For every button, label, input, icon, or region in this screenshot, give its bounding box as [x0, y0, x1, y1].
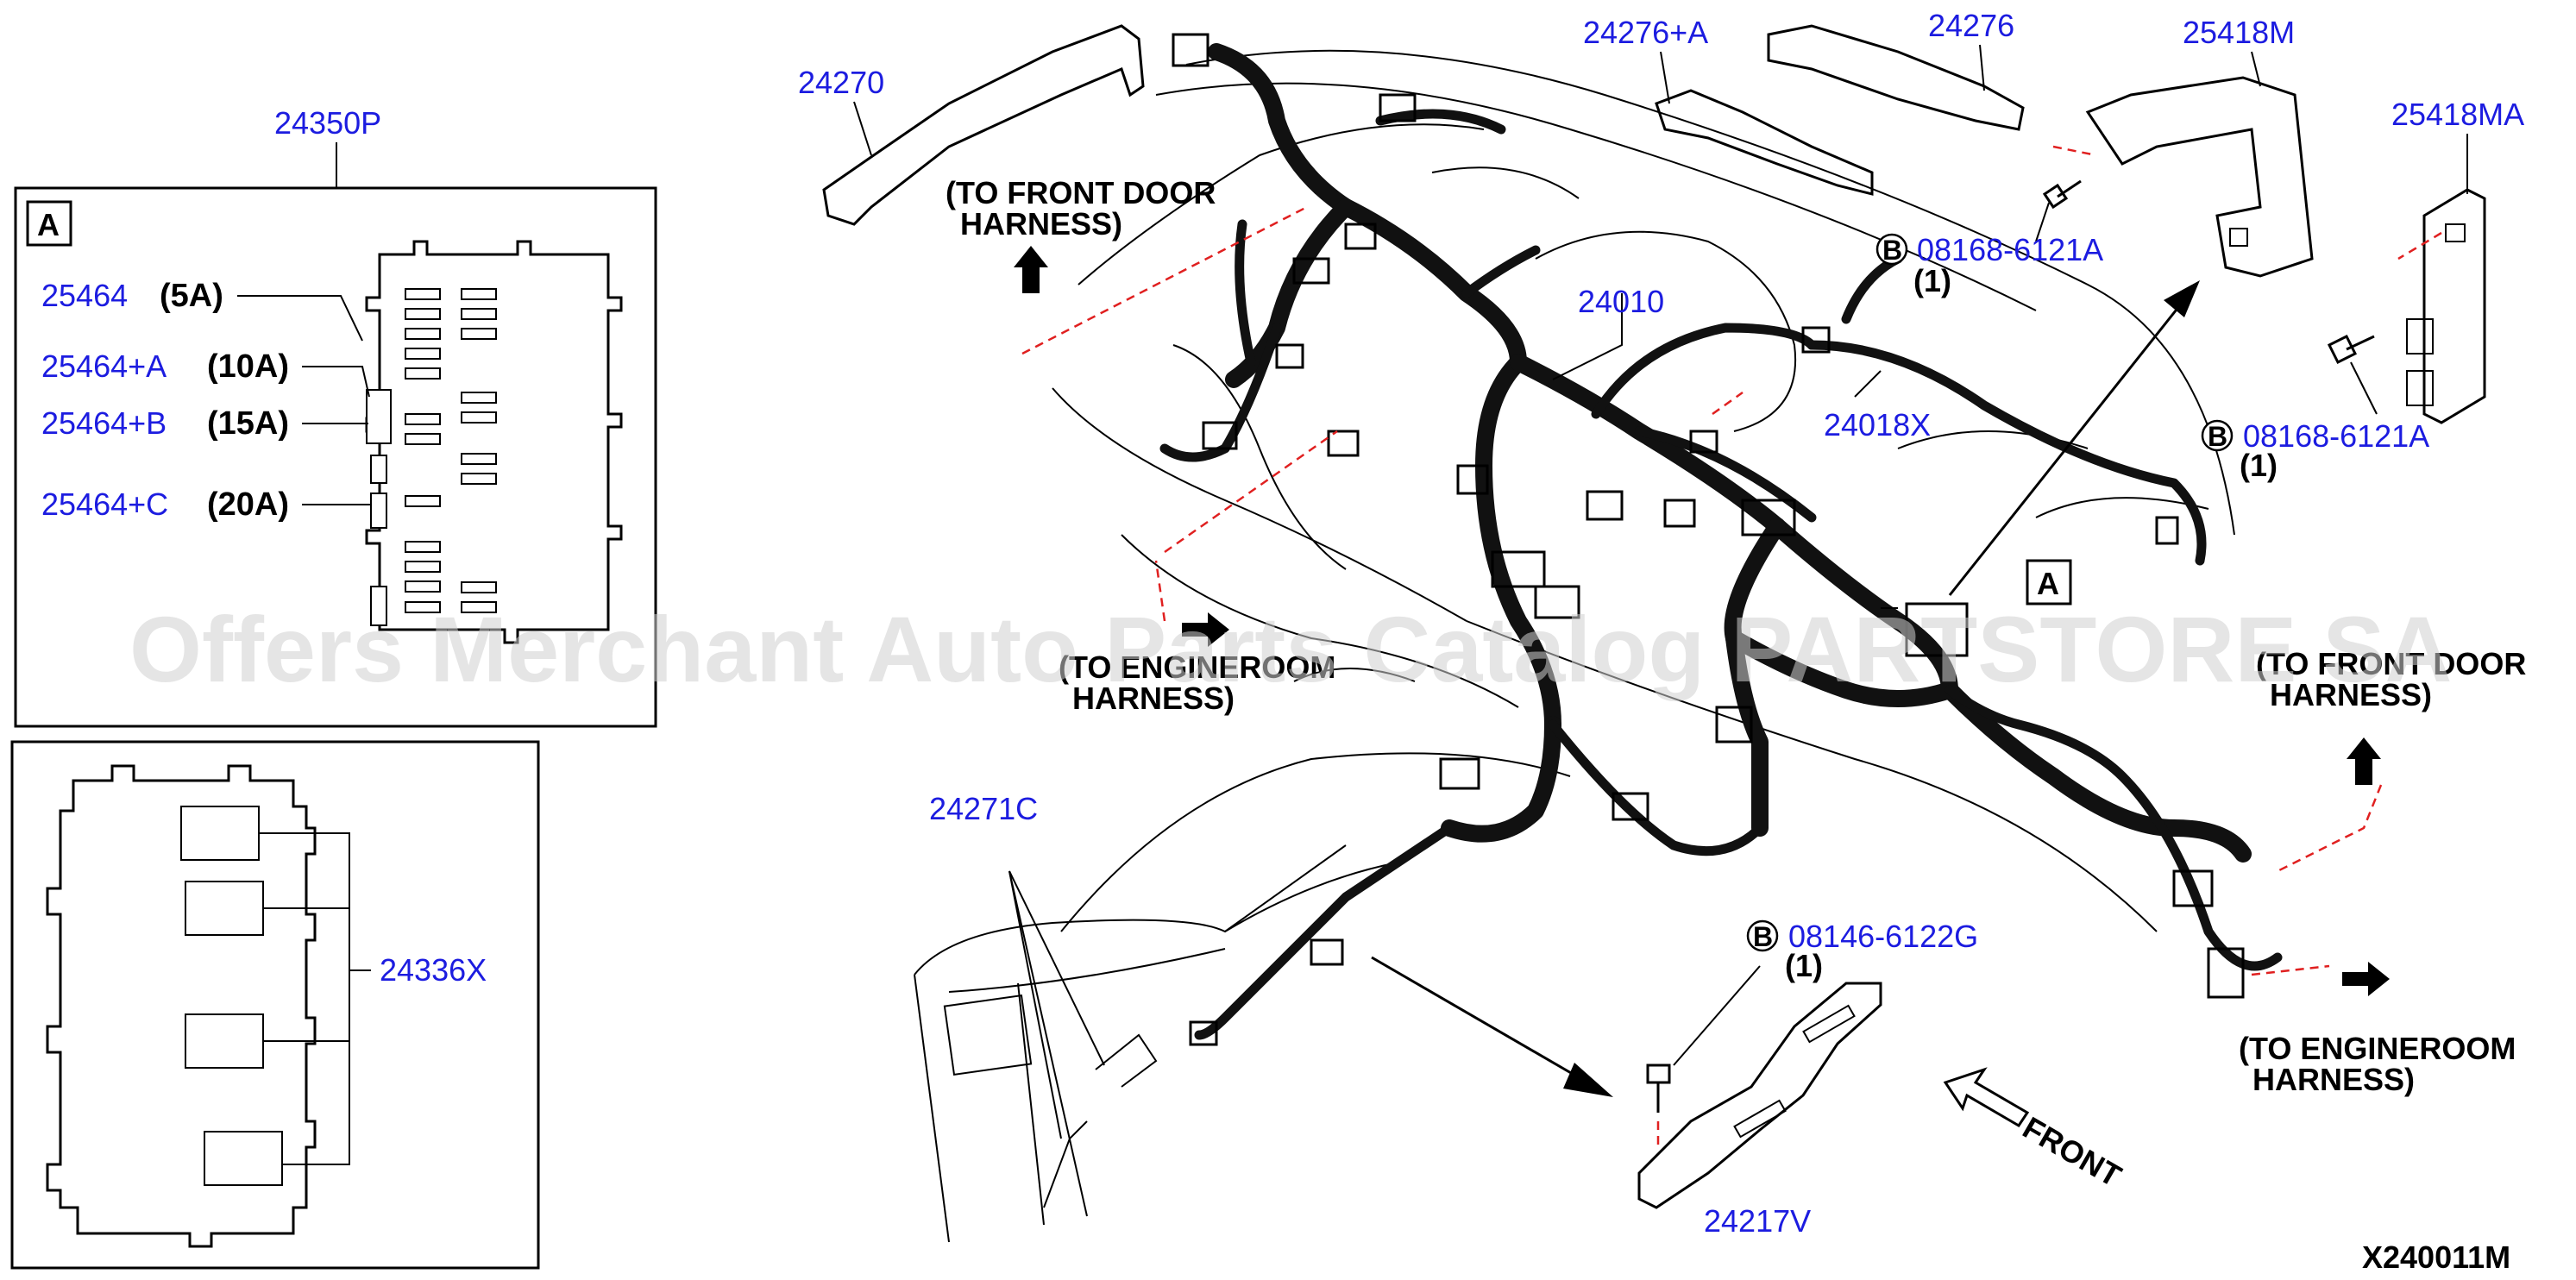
arrow-right-icon [1182, 612, 1229, 647]
fuse-box-panel: 24350P A 2546 [14, 105, 657, 728]
fuse-part-number: 25464 [41, 278, 128, 313]
fuse-callout-1[interactable]: 25464+A (10A) [41, 348, 289, 385]
bracket-24270[interactable]: 24270 [798, 24, 1145, 226]
fuse-part-number: 25464+A [41, 348, 166, 384]
fuse-callout-0[interactable]: 25464 (5A) [41, 278, 223, 314]
arrow-up-icon [1014, 246, 1048, 293]
bolt-quantity: (1) [1913, 263, 1951, 298]
svg-text:(TO ENGINEROOM: (TO ENGINEROOM [2239, 1031, 2516, 1066]
note-to-engineroom-left: (TO ENGINEROOM HARNESS) [1059, 649, 1335, 716]
note-to-front-door-right: (TO FRONT DOOR HARNESS) [2256, 646, 2526, 712]
view-letter-box [26, 200, 72, 247]
relay-block-part-number[interactable]: 24336X [380, 952, 487, 988]
fuse-slots [366, 288, 497, 626]
relay-block-panel: 24336X [10, 740, 540, 1270]
svg-text:(TO FRONT DOOR: (TO FRONT DOOR [2256, 646, 2526, 681]
bolt-letter: B [1882, 235, 1902, 266]
svg-text:HARNESS): HARNESS) [1072, 681, 1235, 716]
svg-text:HARNESS): HARNESS) [2270, 677, 2432, 712]
part-number-25418m: 25418M [2183, 15, 2295, 50]
harness-connectors [1172, 33, 2245, 1046]
leader-lines [1008, 202, 2378, 1217]
watermark-text: Offers Merchant Auto Parts Catalog PARTS… [129, 597, 2452, 701]
svg-text:(TO ENGINEROOM: (TO ENGINEROOM [1059, 649, 1335, 685]
svg-text:(TO FRONT DOOR: (TO FRONT DOOR [946, 175, 1216, 210]
note-to-front-door-left: (TO FRONT DOOR HARNESS) [946, 175, 1216, 242]
relay-slot [185, 881, 264, 936]
bolt-callout-2[interactable]: B 08146-6122G (1) [1746, 919, 1978, 983]
bracket-24276[interactable]: 24276 [1767, 8, 2025, 131]
fuse-box-frame [14, 186, 657, 728]
direction-arrows [1014, 246, 2390, 1128]
svg-text:HARNESS): HARNESS) [960, 206, 1122, 242]
bolt-quantity: (1) [1785, 948, 1823, 983]
relay-slot [180, 806, 260, 861]
figure-id: X240011M [2362, 1239, 2510, 1275]
fuse-box-part-number[interactable]: 24350P [274, 105, 381, 141]
svg-text:HARNESS): HARNESS) [2252, 1062, 2415, 1097]
part-number-24270: 24270 [798, 65, 884, 100]
part-number-25418ma: 25418MA [2391, 97, 2524, 132]
instrument-harness [1159, 43, 2283, 1040]
fuse-callout-2[interactable]: 25464+B (15A) [41, 405, 289, 442]
part-number-24010[interactable]: 24010 [1578, 284, 1664, 319]
part-number-24276a: 24276+A [1583, 15, 1708, 50]
bolt-callout-0[interactable]: B 08168-6121A (1) [1875, 232, 2103, 298]
bolt-part-number: 08168-6121A [1917, 232, 2103, 267]
view-marker-letter: A [2037, 566, 2059, 601]
fuse-rating: (5A) [160, 278, 223, 314]
bolt-letter: B [2208, 421, 2227, 452]
bolt-part-number: 08168-6121A [2243, 418, 2429, 454]
arrow-right-icon [2342, 962, 2390, 996]
front-arrow-icon [1943, 1067, 2030, 1128]
bracket-25418ma[interactable]: 25418MA [2391, 97, 2524, 424]
fuse-part-number: 25464+B [41, 405, 166, 441]
fuse-part-number: 25464+C [41, 486, 168, 522]
bolt-letter: B [1753, 921, 1773, 952]
view-a-marker[interactable]: A [2026, 559, 2072, 605]
arrow-up-icon [2347, 737, 2381, 785]
view-letter: A [37, 207, 60, 242]
bracket-24276a[interactable]: 24276+A [1583, 15, 1874, 196]
routing-dashes [1021, 145, 2442, 1147]
fuse-callout-3[interactable]: 25464+C (20A) [41, 486, 289, 523]
relay-block-outline [46, 764, 317, 1248]
bolt-icon [1646, 179, 2375, 1113]
part-number-24276: 24276 [1928, 8, 2014, 43]
bracket-25418m[interactable]: 25418M [2085, 15, 2314, 278]
part-number-24217v: 24217V [1704, 1203, 1811, 1239]
relay-slot [204, 1131, 283, 1186]
bolt-quantity: (1) [2240, 448, 2278, 483]
front-label: FRONT [2017, 1109, 2127, 1194]
bolt-part-number: 08146-6122G [1788, 919, 1978, 954]
dashboard-outline [914, 49, 2235, 1243]
bolt-callout-1[interactable]: B 08168-6121A (1) [2201, 418, 2429, 483]
relay-slot [185, 1013, 264, 1069]
bracket-24217v[interactable]: 24217V [1637, 982, 1882, 1239]
part-number-24018x[interactable]: 24018X [1824, 407, 1931, 442]
fuse-rating: (15A) [207, 405, 289, 442]
fuse-rating: (20A) [207, 486, 289, 523]
fuse-rating: (10A) [207, 348, 289, 385]
note-to-engineroom-right: (TO ENGINEROOM HARNESS) [2239, 1031, 2516, 1097]
part-number-24271c[interactable]: 24271C [929, 791, 1038, 826]
relay-block-frame [10, 740, 540, 1270]
